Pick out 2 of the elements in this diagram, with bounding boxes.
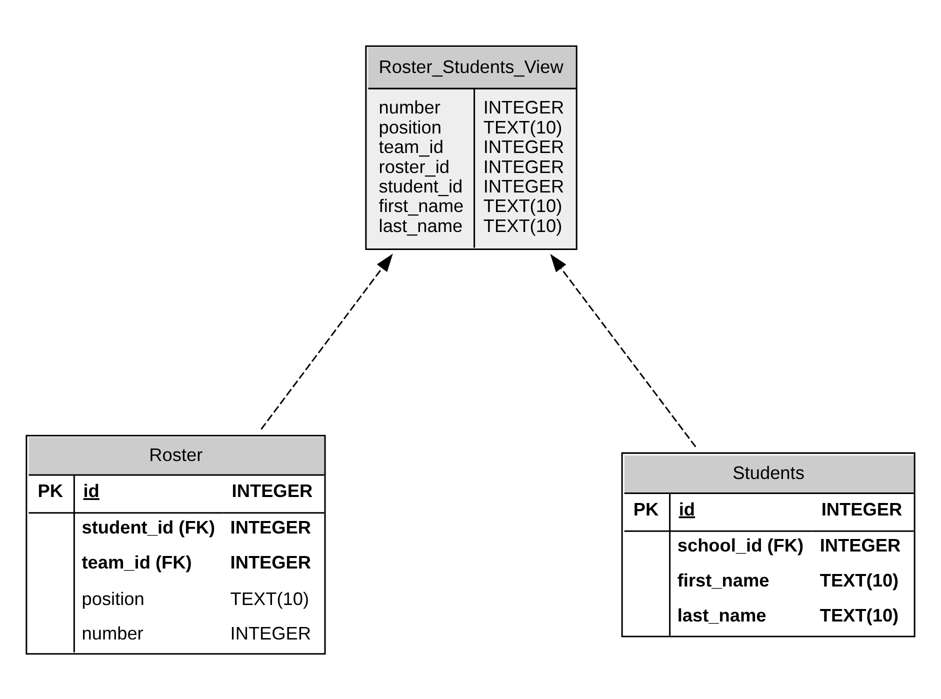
arrow	[550, 253, 696, 447]
arrow	[260, 253, 393, 430]
